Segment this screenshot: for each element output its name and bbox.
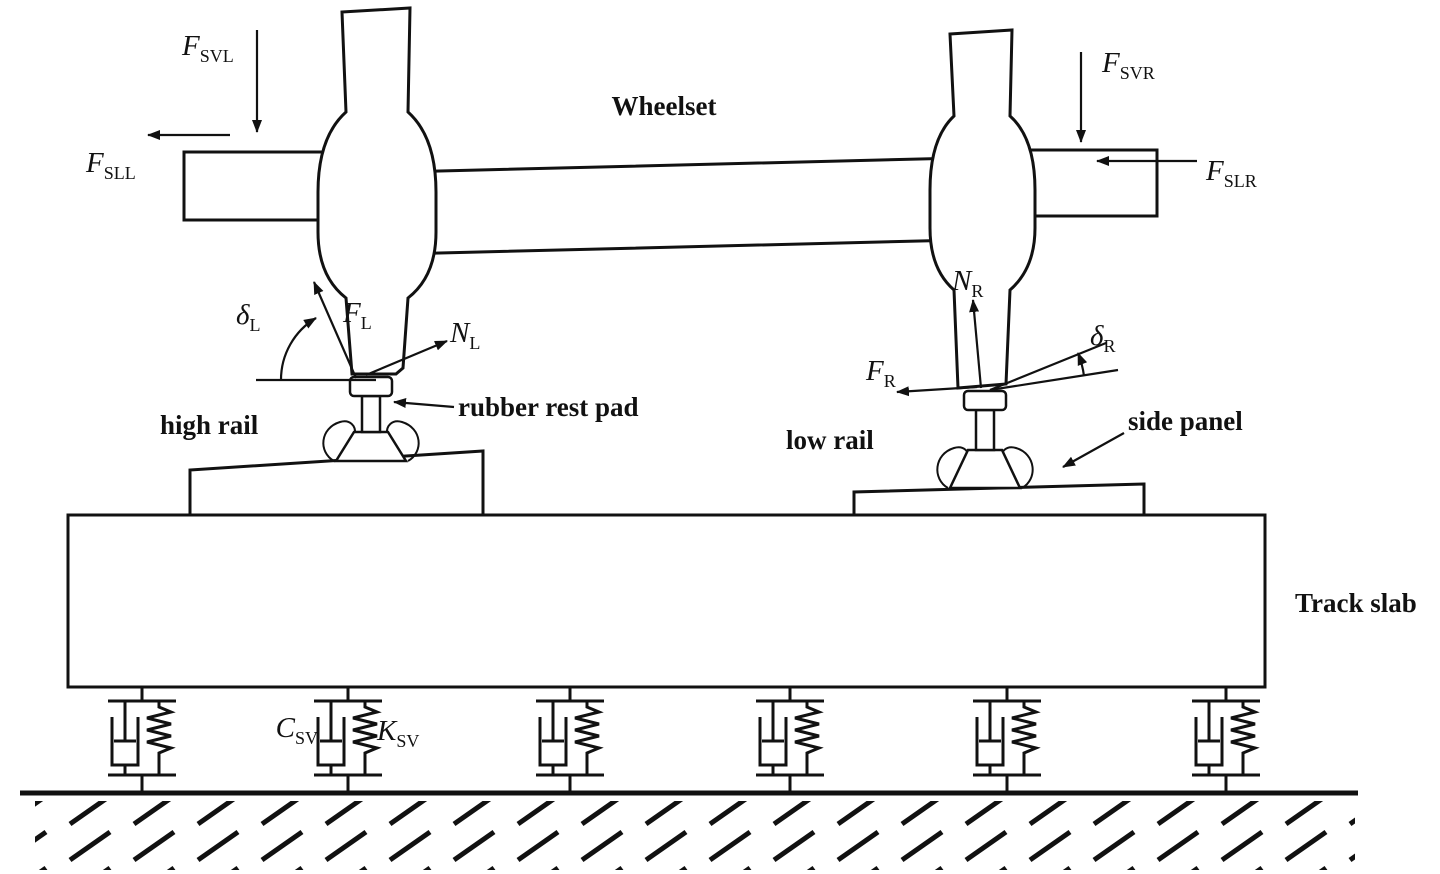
fr-symbol: F (865, 355, 884, 387)
spring-damper-unit (971, 685, 1043, 795)
left-rail-head (348, 375, 394, 398)
nr-arrow (969, 299, 983, 389)
axle-middle (398, 156, 962, 256)
spring-damper-unit (106, 685, 178, 795)
spring-damper-unit (312, 685, 384, 795)
nl-symbol: N (449, 317, 471, 349)
fslr-symbol: F (1205, 155, 1224, 187)
fl-label: FL (342, 297, 372, 333)
delta-l-subscript: L (249, 315, 260, 335)
fl-symbol: F (342, 297, 361, 329)
csv-symbol: C (276, 712, 296, 744)
nr-symbol: N (951, 265, 973, 297)
left-rail-foot (333, 430, 409, 463)
left-rail-clip-left (322, 420, 357, 462)
fr-arrow (896, 385, 978, 397)
right-rail-web (974, 408, 996, 452)
fsvr-symbol: F (1101, 47, 1120, 79)
spring-damper-unit (1190, 685, 1262, 795)
fslr-subscript: SLR (1224, 171, 1257, 191)
nl-arrow (365, 339, 448, 377)
fsvr-label: FSVR (1101, 47, 1155, 83)
fsvr-subscript: SVR (1120, 63, 1155, 83)
fl-subscript: L (361, 313, 372, 333)
right-rail (936, 389, 1034, 490)
right-rail-head (962, 389, 1008, 412)
delta-r-angle-arc (1076, 352, 1088, 377)
ksv-label: KSV (376, 715, 419, 751)
nl-subscript: L (469, 333, 480, 353)
left-rail (322, 375, 420, 463)
fsvl-subscript: SVL (200, 46, 234, 66)
delta-l-angle-arc (279, 317, 317, 381)
csv-label: CSV (276, 712, 318, 748)
fsll-label: FSLL (85, 147, 136, 183)
nl-label: NL (449, 317, 480, 353)
wheelset-label: Wheelset (612, 91, 717, 121)
fr-label: FR (865, 355, 896, 391)
delta-r-symbol: δ (1090, 320, 1104, 352)
side-panel-arrow (1062, 432, 1125, 468)
nr-label: NR (951, 265, 983, 301)
high-rail-label: high rail (160, 410, 259, 440)
right-wheel (928, 28, 1037, 390)
spring-damper-unit (534, 685, 606, 795)
delta-r-label: δR (1090, 320, 1116, 356)
fslr-label: FSLR (1205, 155, 1257, 191)
delta-l-symbol: δ (236, 299, 250, 331)
fr-subscript: R (884, 371, 896, 391)
track-slab-label: Track slab (1295, 588, 1417, 618)
fsvl-symbol: F (181, 30, 200, 62)
low-rail-label: low rail (786, 425, 874, 455)
fsll-subscript: SLL (104, 163, 136, 183)
right-contact-plane-line (989, 341, 1107, 392)
fsll-symbol: F (85, 147, 104, 179)
ground-hatching (35, 801, 1355, 870)
left-rail-web (360, 394, 382, 434)
ksv-symbol: K (376, 715, 398, 747)
left-wheel (316, 6, 438, 376)
side-panel-label: side panel (1128, 406, 1243, 436)
track-slab (66, 513, 1267, 689)
spring-damper-unit (754, 685, 826, 795)
left-rail-clip-right (385, 420, 420, 462)
right-contact-reference-line (989, 368, 1119, 392)
delta-r-subscript: R (1103, 336, 1115, 356)
rubber-rest-pad-label: rubber rest pad (458, 392, 639, 422)
delta-l-label: δL (236, 299, 260, 335)
rubber-rest-pad-arrow (393, 398, 455, 409)
nr-subscript: R (971, 281, 983, 301)
csv-subscript: SV (295, 728, 318, 748)
ksv-subscript: SV (396, 731, 419, 751)
fl-arrow (312, 281, 358, 379)
fsvl-label: FSVL (181, 30, 234, 66)
right-rail-foot (948, 448, 1022, 490)
